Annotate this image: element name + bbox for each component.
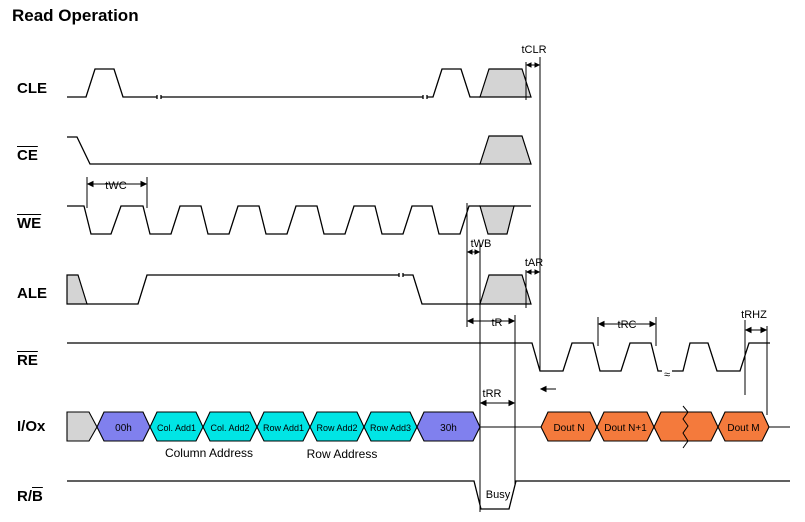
trr-marker — [479, 399, 516, 407]
twb-label: tWB — [471, 238, 492, 250]
io-cell-row2-label: Row Add2 — [316, 423, 357, 433]
io-bus: 00h Col. Add1 Col. Add2 Row Add1 Row Add… — [66, 405, 790, 449]
io-cell-cmd1: 00h — [96, 411, 151, 442]
cle-dont-care — [479, 68, 532, 98]
tclr-marker — [525, 62, 541, 68]
signal-label-ale: ALE — [17, 285, 47, 302]
twb-marker — [466, 249, 481, 255]
signal-label-cle: CLE — [17, 80, 47, 97]
io-cell-col1-label: Col. Add1 — [157, 423, 196, 433]
io-cell-col2-label: Col. Add2 — [210, 423, 249, 433]
twc-label: tWC — [105, 180, 126, 192]
tar-marker — [525, 269, 541, 275]
io-cell-dout-n1: Dout N+1 — [596, 411, 655, 442]
re-waveform — [67, 342, 770, 372]
io-cell-row1-label: Row Add1 — [263, 423, 304, 433]
io-cell-break — [653, 405, 719, 449]
io-cell-dout-n-label: Dout N — [553, 423, 584, 434]
column-address-caption: Column Address — [165, 446, 253, 460]
io-cell-dout-m: Dout M — [717, 411, 770, 442]
signal-label-re: RE — [17, 352, 38, 369]
signal-label-we: WE — [17, 215, 42, 232]
tr-marker — [466, 317, 516, 325]
tar-label: tAR — [525, 257, 543, 269]
ale-waveform — [87, 273, 480, 305]
trc-label: tRC — [618, 319, 637, 331]
we-dont-care — [479, 205, 515, 235]
io-cell-row3-label: Row Add3 — [370, 423, 411, 433]
io-cell-row2: Row Add2 — [309, 411, 365, 442]
diagram-title: Read Operation — [12, 6, 139, 25]
trhz-label: tRHZ — [741, 309, 767, 321]
io-cell-col1: Col. Add1 — [149, 411, 204, 442]
io-cell-row1: Row Add1 — [256, 411, 311, 442]
row-address-caption: Row Address — [307, 447, 378, 461]
io-cell-col2: Col. Add2 — [202, 411, 258, 442]
ce-waveform — [67, 136, 480, 165]
busy-label: Busy — [486, 489, 511, 501]
ale-dont-care-left — [66, 274, 88, 305]
signal-label-rb: R/B — [17, 488, 43, 505]
signal-label-io: I/Ox — [17, 418, 46, 435]
ce-dont-care — [479, 135, 532, 165]
io-cell-dout-n: Dout N — [540, 411, 598, 442]
io-cell-row3: Row Add3 — [363, 411, 418, 442]
io-cell-dout-m-label: Dout M — [727, 423, 759, 434]
re-break-mark: ≈ — [664, 369, 670, 381]
timing-reference-lines — [466, 57, 768, 512]
io-cell-cmd2-label: 30h — [440, 423, 457, 434]
we-waveform — [67, 205, 480, 235]
rb-waveform — [67, 480, 790, 510]
io-cell-cmd2: 30h — [416, 411, 481, 442]
ale-dont-care-right — [479, 274, 532, 305]
io-cell-dout-n1-label: Dout N+1 — [604, 423, 647, 434]
tar-re-arrow — [539, 385, 556, 393]
signal-label-ce: CE — [17, 147, 38, 164]
io-cell-cmd1-label: 00h — [115, 423, 132, 434]
tclr-label: tCLR — [521, 44, 546, 56]
trhz-marker — [744, 326, 768, 334]
tr-label: tR — [492, 317, 503, 329]
io-dont-care — [66, 411, 98, 442]
twc-marker — [86, 177, 148, 208]
trc-marker — [597, 317, 657, 346]
cle-waveform — [67, 68, 480, 99]
trr-label: tRR — [483, 388, 502, 400]
